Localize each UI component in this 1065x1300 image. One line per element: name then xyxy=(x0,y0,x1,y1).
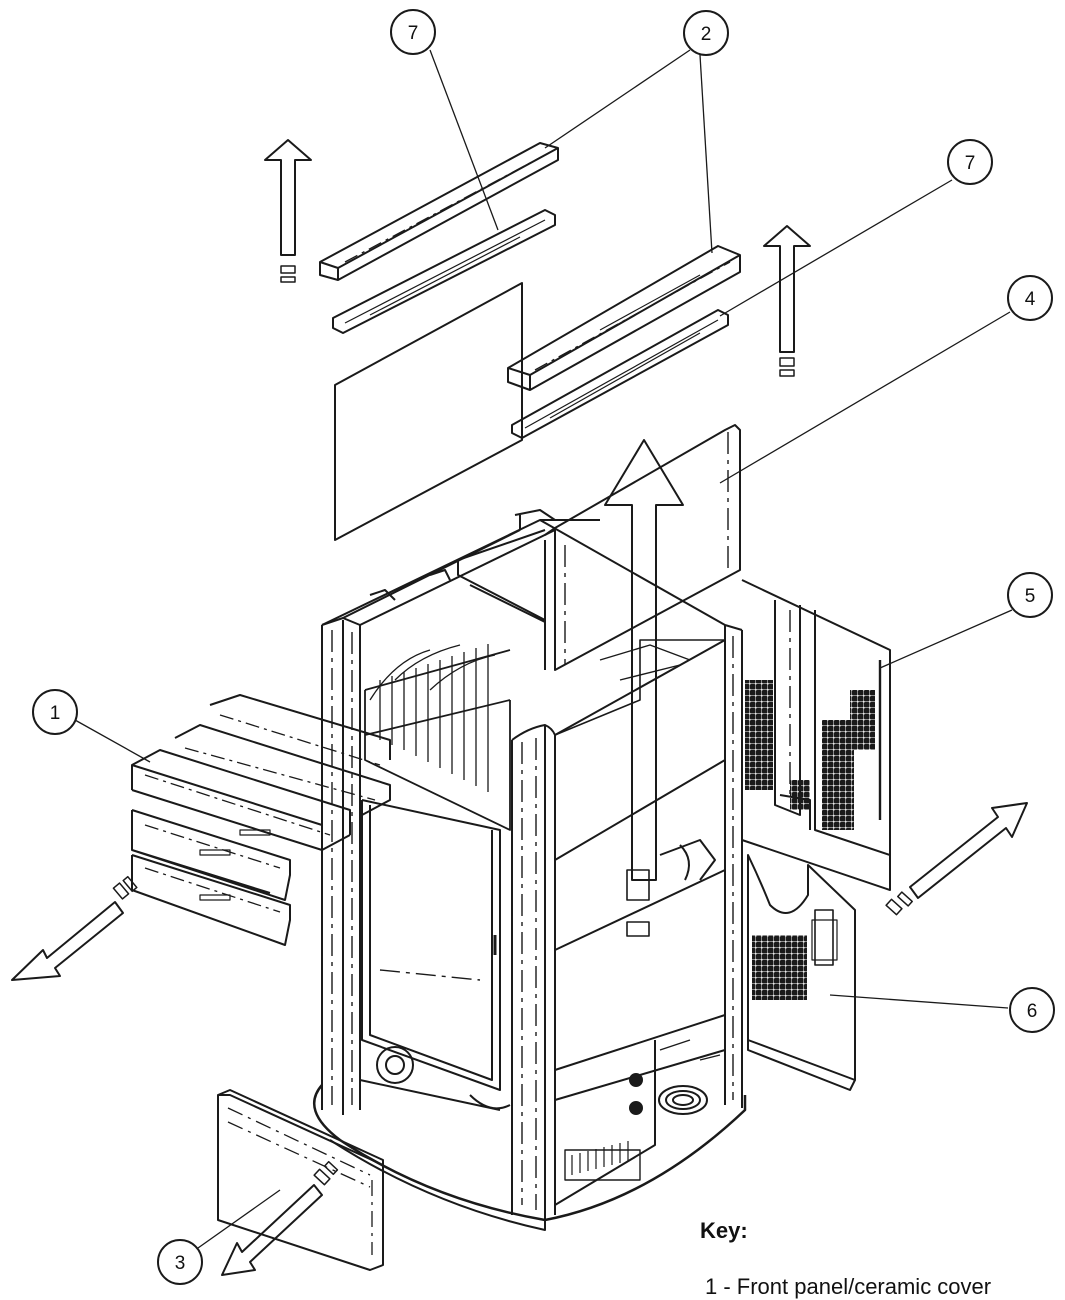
arrow-up-center xyxy=(604,439,684,937)
callout-3: 3 xyxy=(157,1239,203,1285)
callout-6: 6 xyxy=(1009,987,1055,1033)
glass-panel xyxy=(334,282,523,541)
leader-lines xyxy=(74,49,1013,1249)
part-5-right-side-panel xyxy=(741,579,891,891)
part-6-rear-lower-panel xyxy=(747,854,856,1091)
callout-5: 5 xyxy=(1007,572,1053,618)
arrow-up-left xyxy=(264,139,312,283)
callout-label: 1 xyxy=(50,703,61,724)
part-7-top-bracket-left xyxy=(332,209,556,334)
part-2-top-cover-left xyxy=(319,142,559,281)
part-3-lower-front-panel xyxy=(217,1089,384,1271)
stove-body xyxy=(312,509,747,1231)
key-item: 1 - Front panel/ceramic cover xyxy=(705,1274,992,1299)
part-1-front-ceramic-panels xyxy=(131,694,391,946)
callout-4: 4 xyxy=(1007,275,1053,321)
callout-label: 5 xyxy=(1025,586,1036,607)
part-2-top-cover-right xyxy=(507,245,741,391)
part-7-top-bracket-right xyxy=(511,309,729,439)
callout-2-top: 2 xyxy=(683,10,729,56)
callout-label: 3 xyxy=(175,1253,186,1274)
arrow-down-right-lower xyxy=(221,1160,339,1276)
callout-label: 6 xyxy=(1027,1001,1038,1022)
arrow-right-diagonal xyxy=(885,802,1028,916)
key-title: Key: xyxy=(700,1218,748,1243)
part-4-side-panel xyxy=(544,424,741,671)
callout-label: 7 xyxy=(408,23,419,44)
arrow-up-right xyxy=(763,225,811,377)
callout-label: 2 xyxy=(701,24,712,45)
callout-1: 1 xyxy=(32,689,78,735)
callout-7-right: 7 xyxy=(947,139,993,185)
callout-label: 4 xyxy=(1025,289,1036,310)
callout-7-top: 7 xyxy=(390,9,436,55)
callout-label: 7 xyxy=(965,153,976,174)
arrow-down-left xyxy=(11,875,138,981)
